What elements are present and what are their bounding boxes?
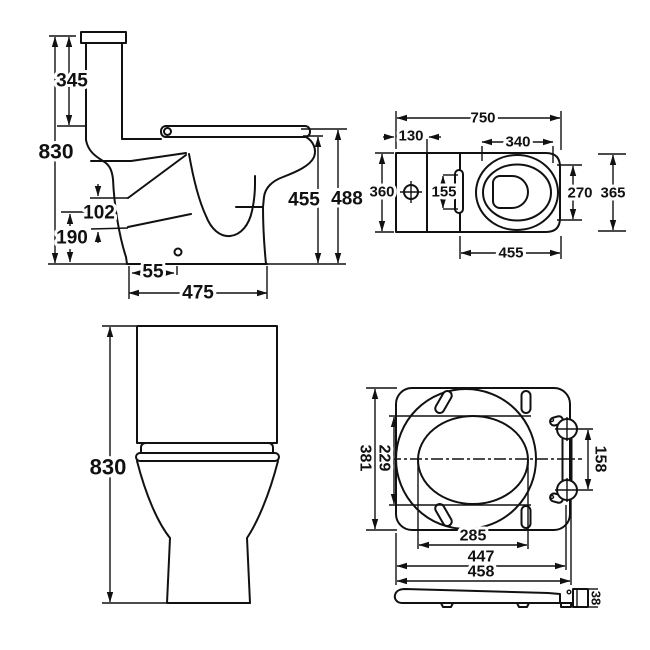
dim-pan-width: 365 xyxy=(600,185,625,202)
dim-pan-height: 455 xyxy=(288,190,320,211)
seat-buffer xyxy=(520,390,532,414)
seat-side-profile xyxy=(393,588,561,604)
seat-closed-side xyxy=(160,125,311,138)
bowl-sump-plan xyxy=(492,175,529,209)
seat-ring-plan xyxy=(475,154,559,231)
dim-trap-height: 102 xyxy=(83,203,115,224)
seat-front xyxy=(140,442,274,454)
front-outline xyxy=(135,325,280,604)
dim-base-depth: 475 xyxy=(182,283,214,304)
bowl-opening-plan xyxy=(482,163,552,222)
plan-view: 750 130 340 360 155 270 365 455 xyxy=(366,107,628,265)
dim-seat-height: 488 xyxy=(331,189,363,210)
dim-cistern-height: 345 xyxy=(56,71,88,92)
dim-total-height-front: 830 xyxy=(90,455,127,480)
side-dimensions: 345 830 102 190 55 475 455 488 xyxy=(35,35,366,307)
front-dimensions: 830 xyxy=(87,325,166,604)
dim-overall-depth: 750 xyxy=(470,110,495,127)
rim-front xyxy=(135,452,280,462)
dim-cistern-depth: 130 xyxy=(398,128,423,145)
cistern-front xyxy=(136,325,278,444)
dim-outlet-offset: 55 xyxy=(142,262,164,283)
plan-dimensions: 750 130 340 360 155 270 365 455 xyxy=(366,107,628,265)
seat-hinge-bar-plan xyxy=(454,169,464,214)
seat-profile-outline: 38 xyxy=(393,588,604,608)
dim-seat-thickness: 38 xyxy=(589,591,604,605)
side-elevation-view: 345 830 102 190 55 475 455 488 xyxy=(35,31,366,307)
dim-pan-depth: 455 xyxy=(498,245,523,262)
dim-total-height-side: 830 xyxy=(38,141,73,164)
front-elevation-view: 830 xyxy=(87,325,280,604)
dim-seat-opening-length: 285 xyxy=(460,528,487,545)
seat-detail-view: 381 229 158 285 447 458 38 xyxy=(357,387,612,608)
seat-plan-outline xyxy=(389,387,593,531)
seat-hinge-side xyxy=(163,127,172,136)
hinge-block-profile xyxy=(572,588,589,608)
dim-seat-length-to-hinge: 447 xyxy=(468,549,495,566)
seat-buffer xyxy=(434,390,453,414)
seat-buffer xyxy=(520,505,532,529)
seat-plan-dimensions: 381 229 158 285 447 458 xyxy=(357,387,612,585)
dim-opening-width: 270 xyxy=(567,185,592,202)
dim-seat-outer-width: 381 xyxy=(357,445,374,472)
dim-hinge-centres: 158 xyxy=(592,446,609,473)
dim-hinge-gap: 155 xyxy=(431,184,456,201)
seat-bumper-profile xyxy=(516,602,530,608)
side-pan-outline xyxy=(80,31,316,265)
seat-bumper-profile xyxy=(440,602,454,608)
plan-outline xyxy=(395,152,561,233)
dim-seat-overall-length: 458 xyxy=(468,564,495,581)
dim-seat-opening-width: 229 xyxy=(376,445,393,472)
dim-opening-length: 340 xyxy=(505,134,530,151)
dim-cistern-width: 360 xyxy=(369,184,394,201)
dim-inlet-height: 190 xyxy=(56,228,88,249)
fixing-hole-side xyxy=(173,247,183,257)
